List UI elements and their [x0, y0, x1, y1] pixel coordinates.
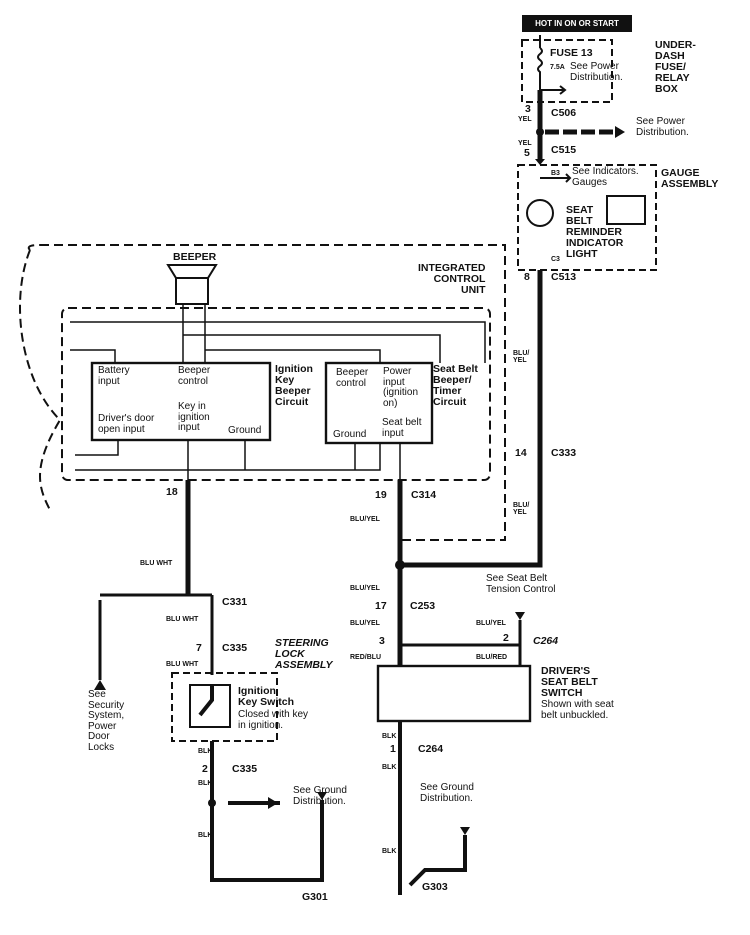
seat-belt-tension-note: See Seat Belt Tension Control: [486, 573, 556, 595]
wire-label-blk-3: BLK: [198, 832, 213, 839]
fuse-box-name: UNDER- DASH FUSE/ RELAY BOX: [655, 39, 696, 96]
c506-wire: YEL: [518, 116, 532, 123]
beeper-control-2: Beeper control: [336, 367, 369, 389]
fuse-box-outline: [521, 39, 613, 103]
wire-label-blu-yel-2: BLU/ YEL: [513, 502, 530, 517]
door-input: Driver's door open input: [98, 413, 155, 435]
c333-pin: 14: [515, 447, 527, 459]
c264-top-connector: C264: [533, 635, 559, 647]
seatbelt-icon: [606, 195, 646, 225]
ignition-key-switch-title: Ignition Key Switch: [238, 685, 295, 709]
g303-label: G303: [422, 881, 448, 893]
wire-label-blu-wht-3: BLU WHT: [166, 661, 199, 668]
beeper-control-1: Beeper control: [178, 365, 211, 387]
gauge-c3-pin: C3: [551, 256, 560, 263]
g301-label: G301: [302, 891, 328, 903]
ground-2: Ground: [333, 429, 367, 440]
ground-1: Ground: [228, 425, 262, 436]
ignition-circuit-box: [90, 361, 272, 442]
c335-top-connector: C335: [222, 642, 248, 654]
icu-label: INTEGRATED CONTROL UNIT: [418, 262, 486, 297]
c314-connector: C314: [411, 489, 437, 501]
ignition-circuit-title: Ignition Key Beeper Circuit: [275, 363, 313, 409]
c515-pin: 5: [524, 147, 530, 159]
battery-input: Battery input: [98, 365, 130, 387]
seatbelt-circuit-title: Seat Belt Beeper/ Timer Circuit: [433, 363, 478, 409]
gauge-assembly-outline: [517, 164, 657, 271]
fuse-icon: [537, 35, 543, 90]
wire-label-blu-yel-1: BLU/ YEL: [513, 350, 530, 365]
wire-label-red-blu: RED/BLU: [350, 654, 382, 661]
seat-belt-input: Seat belt input: [382, 417, 422, 439]
c264-pin-3: 3: [379, 635, 385, 647]
ignition-key-switch-note: Closed with key in ignition.: [238, 709, 309, 731]
gauge-assembly-label: GAUGE ASSEMBLY: [661, 167, 719, 191]
c264-bot-pin: 1: [390, 743, 396, 755]
c513-connector: C513: [551, 271, 577, 283]
wire-label-blu-yel-5: BLU/YEL: [350, 620, 380, 627]
security-system-note: See Security System, Power Door Locks: [88, 689, 125, 753]
drivers-switch-title: DRIVER'S SEAT BELT SWITCH: [541, 665, 598, 700]
c335-bot-connector: C335: [232, 763, 258, 775]
fuse-label: FUSE 13: [550, 47, 593, 59]
c335-bot-pin: 2: [202, 763, 208, 775]
steering-lock-label: STEERING LOCK ASSEMBLY: [275, 637, 333, 672]
wire-label-blk-5: BLK: [382, 764, 397, 771]
c253-pin: 17: [375, 600, 387, 612]
pin-18: 18: [166, 486, 178, 498]
key-in-input: Key in ignition input: [178, 401, 210, 433]
reminder-light-label: SEAT BELT REMINDER INDICATOR LIGHT: [566, 204, 624, 261]
gauge-b3-pin: B3: [551, 170, 560, 177]
c506-pin: 3: [525, 103, 531, 115]
fuse-rating: 7.5A: [550, 64, 565, 71]
wire-label-blu-wht-2: BLU WHT: [166, 616, 199, 623]
wire-label-blu-wht-1: BLU WHT: [140, 560, 173, 567]
fuse-note: See Power Distribution.: [570, 61, 623, 83]
wire-blu-yel-right: [400, 270, 543, 568]
c513-pin: 8: [524, 271, 530, 283]
c335-top-pin: 7: [196, 642, 202, 654]
c333-connector: C333: [551, 447, 577, 459]
beeper-label: BEEPER: [173, 251, 217, 263]
c264-bot-connector: C264: [418, 743, 444, 755]
beeper-icon: [166, 264, 218, 279]
wire-label-blk-1: BLK: [198, 748, 213, 755]
ground-distribution-note-right: See Ground Distribution.: [420, 782, 474, 804]
seatbelt-circuit-box: [324, 361, 434, 445]
wire-label-blu-yel-4: BLU/YEL: [350, 585, 380, 592]
c253-connector: C253: [410, 600, 436, 612]
c264-pin-2: 2: [503, 632, 509, 644]
hot-in-on-or-start-label: HOT IN ON OR START: [522, 15, 632, 32]
icu-outline: [19, 244, 506, 541]
c506-connector: C506: [551, 107, 577, 119]
c331-connector: C331: [222, 596, 248, 608]
wire-label-blk-6: BLK: [382, 848, 397, 855]
inner-circuit-outline: [61, 307, 491, 481]
power-input: Power input (ignition on): [383, 366, 419, 409]
drivers-switch-note: Shown with seat belt unbuckled.: [541, 699, 614, 721]
wire-label-blu-yel-3: BLU/YEL: [350, 516, 380, 523]
pin-19: 19: [375, 489, 387, 501]
wire-label-blu-yel-6: BLU/YEL: [476, 620, 506, 627]
power-distribution-note: See Power Distribution.: [636, 116, 689, 138]
indicator-bulb-icon: [526, 199, 554, 227]
indicators-note: See Indicators. Gauges: [572, 166, 639, 188]
wire-label-blk-4: BLK: [382, 733, 397, 740]
ground-distribution-note-left: See Ground Distribution.: [293, 785, 347, 807]
drivers-seatbelt-switch: [376, 664, 532, 723]
wire-label-blu-red: BLU/RED: [476, 654, 508, 661]
wire-label-blk-2: BLK: [198, 780, 213, 787]
c515-wire: YEL: [518, 140, 532, 147]
c515-connector: C515: [551, 144, 577, 156]
steering-lock-outline: [171, 672, 278, 742]
